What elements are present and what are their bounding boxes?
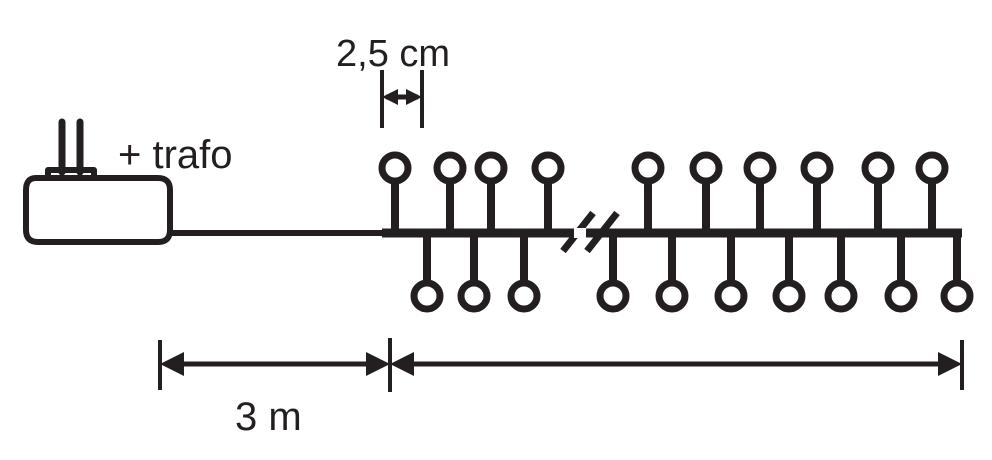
dim-arrow-string-left [390,352,414,376]
led-bulb-bottom [507,233,541,313]
lead-length-label: 3 m [235,395,302,439]
led-bulb [507,279,541,313]
led-bulb-bottom [884,233,918,313]
led-bulb [915,151,949,185]
led-bulb-top [689,151,723,233]
led-bulb-top [743,151,777,233]
led-bulb [714,279,748,313]
power-plug-icon [23,118,173,245]
led-bulb [689,151,723,185]
led-bulb [884,279,918,313]
led-bulb-top [800,151,834,233]
spacing-arrow-left [382,89,398,105]
led-bulb-bottom [824,233,858,313]
led-bulb-top [531,151,565,233]
led-bulb [861,151,895,185]
led-bulb-top [915,151,949,233]
transformer-label: + trafo [118,133,233,177]
led-bulb [655,279,689,313]
led-bulb-top [378,151,412,233]
led-bulb [410,279,444,313]
led-bulb-top [631,151,665,233]
break-slash-2 [584,210,620,254]
led-spacing-label: 2,5 cm [336,33,450,75]
led-bulb-group [378,151,974,313]
led-bulb [378,151,412,185]
led-bulb-top [474,151,508,233]
dim-arrow-string-right [938,352,962,376]
led-bulb-bottom [596,233,630,313]
led-bulb [631,151,665,185]
led-bulb [474,151,508,185]
spacing-arrow-right [406,89,422,105]
plug-neck [45,167,97,181]
dim-arrow-3m-left [160,352,184,376]
led-bulb-bottom [772,233,806,313]
led-bulb-bottom [457,233,491,313]
led-bulb-bottom [655,233,689,313]
led-bulb-bottom [940,233,974,313]
led-bulb-top [861,151,895,233]
led-bulb [433,151,467,185]
plug-body [23,175,173,245]
led-bulb [457,279,491,313]
led-bulb [940,279,974,313]
led-bulb [800,151,834,185]
bottom-dimension-group [158,338,964,392]
break-gap-mask [574,228,586,238]
led-bulb [772,279,806,313]
led-bulb-bottom [410,233,444,313]
led-bulb-bottom [714,233,748,313]
dim-arrow-3m-right [366,352,390,376]
led-bulb [743,151,777,185]
led-bulb-top [433,151,467,233]
led-bulb [531,151,565,185]
led-bulb [596,279,630,313]
led-bulb [824,279,858,313]
